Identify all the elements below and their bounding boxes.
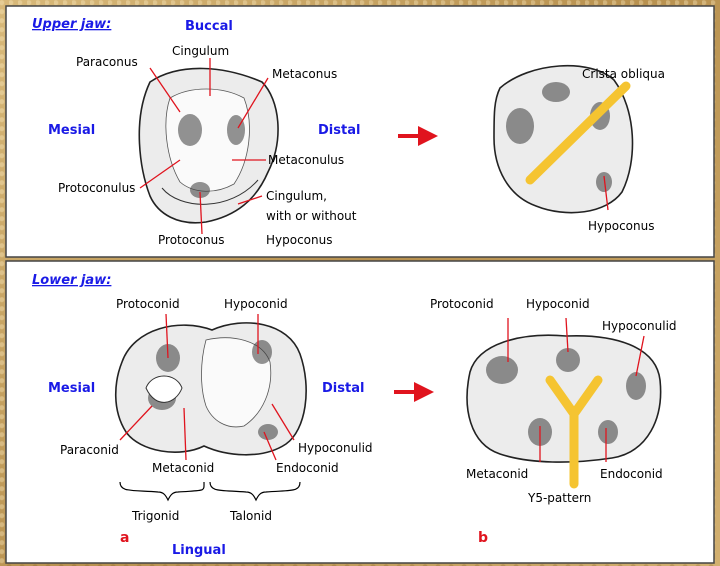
paraconus-label: Paraconus bbox=[76, 55, 138, 69]
paraconid-label: Paraconid bbox=[60, 443, 119, 457]
hypoconus-label: Hypoconus bbox=[588, 219, 655, 233]
lower-jaw-title: Lower jaw: bbox=[32, 273, 111, 288]
endoconid-label: Endoconid bbox=[276, 461, 339, 475]
figure-b-label: b bbox=[478, 530, 488, 546]
buccal-label: Buccal bbox=[185, 19, 233, 34]
upper-jaw-title: Upper jaw: bbox=[32, 17, 111, 32]
protoconid-label: Protoconid bbox=[116, 297, 180, 311]
hypoconid-r-label: Hypoconid bbox=[526, 297, 590, 311]
upper-distal-label: Distal bbox=[318, 123, 360, 138]
hypoconid-label: Hypoconid bbox=[224, 297, 288, 311]
metaconulus-label: Metaconulus bbox=[268, 153, 344, 167]
cingulum2-label-line1: Cingulum, bbox=[266, 189, 327, 203]
crista-obliqua-label: Crista obliqua bbox=[582, 67, 665, 81]
upper-molar-right-illustration bbox=[494, 66, 632, 213]
hypoconulid-r-label: Hypoconulid bbox=[602, 319, 677, 333]
talonid-label: Talonid bbox=[229, 509, 272, 523]
cingulum2-label-line3: Hypoconus bbox=[266, 233, 333, 247]
cingulum2-label-line2: with or without bbox=[266, 209, 357, 223]
hypoconulid-label: Hypoconulid bbox=[298, 441, 373, 455]
cingulum-label: Cingulum bbox=[172, 44, 229, 58]
trigonid-label: Trigonid bbox=[131, 509, 179, 523]
metaconid-label: Metaconid bbox=[152, 461, 214, 475]
protoconus-label: Protoconus bbox=[158, 233, 225, 247]
protoconid-r-label: Protoconid bbox=[430, 297, 494, 311]
lower-mesial-label: Mesial bbox=[48, 381, 95, 396]
lower-distal-label: Distal bbox=[322, 381, 364, 396]
lower-molar-illustration bbox=[116, 323, 306, 455]
figure-a-label: a bbox=[120, 530, 129, 546]
y5-pattern-label: Y5-pattern bbox=[527, 491, 591, 505]
lingual-label: Lingual bbox=[172, 543, 226, 558]
protoconulus-label: Protoconulus bbox=[58, 181, 135, 195]
metaconid-r-label: Metaconid bbox=[466, 467, 528, 481]
upper-mesial-label: Mesial bbox=[48, 123, 95, 138]
metaconus-label: Metaconus bbox=[272, 67, 337, 81]
endoconid-r-label: Endoconid bbox=[600, 467, 663, 481]
